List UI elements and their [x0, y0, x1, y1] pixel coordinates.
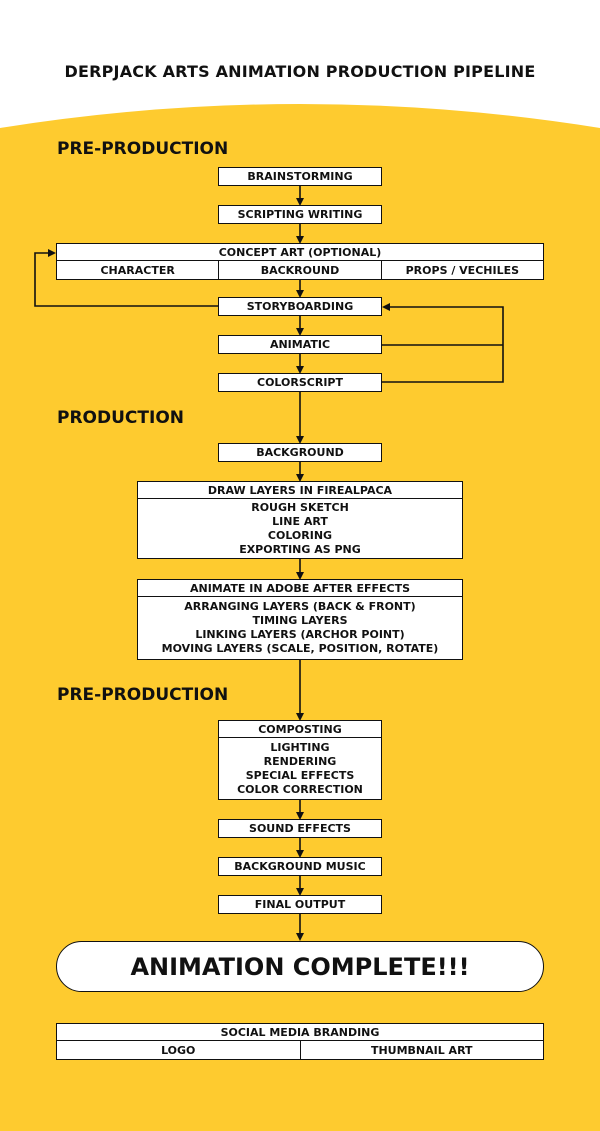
step-colorscript: COLORSCRIPT — [218, 373, 382, 392]
loop-storyboard-to-concept — [34, 249, 218, 307]
animation-complete-banner: ANIMATION COMPLETE!!! — [56, 941, 544, 992]
animate-header: ANIMATE IN ADOBE AFTER EFFECTS — [138, 580, 462, 597]
page-title: DERPJACK ARTS ANIMATION PRODUCTION PIPEL… — [64, 62, 536, 81]
step-background: BACKGROUND — [218, 443, 382, 462]
step-animatic: ANIMATIC — [218, 335, 382, 354]
concept-art-header: CONCEPT ART (OPTIONAL) — [57, 244, 543, 261]
step-animate: ANIMATE IN ADOBE AFTER EFFECTS ARRANGING… — [137, 579, 463, 660]
animate-item: TIMING LAYERS — [252, 614, 348, 627]
composting-header: COMPOSTING — [219, 721, 381, 738]
animate-item: LINKING LAYERS (ARCHOR POINT) — [195, 628, 405, 641]
concept-art-character: CHARACTER — [100, 263, 175, 277]
social-media-logo: LOGO — [161, 1043, 196, 1057]
draw-layers-header: DRAW LAYERS IN FIREALPACA — [138, 482, 462, 499]
step-sound-effects: SOUND EFFECTS — [218, 819, 382, 838]
animate-item: MOVING LAYERS (SCALE, POSITION, ROTATE) — [161, 642, 439, 655]
social-media-branding: SOCIAL MEDIA BRANDING LOGO THUMBNAIL ART — [56, 1023, 544, 1060]
step-background-music: BACKGROUND MUSIC — [218, 857, 382, 876]
section-pre-production: PRE-PRODUCTION — [57, 139, 229, 159]
social-media-header: SOCIAL MEDIA BRANDING — [57, 1024, 543, 1041]
draw-layers-item: LINE ART — [272, 514, 328, 528]
step-concept-art: CONCEPT ART (OPTIONAL) CHARACTER BACKROU… — [56, 243, 544, 280]
loop-colorscript-to-storyboard — [382, 303, 504, 383]
step-scripting: SCRIPTING WRITING — [218, 205, 382, 224]
concept-art-props: PROPS / VECHILES — [380, 261, 543, 279]
step-storyboarding: STORYBOARDING — [218, 297, 382, 316]
step-brainstorming: BRAINSTORMING — [218, 167, 382, 186]
composting-item: LIGHTING — [270, 740, 330, 754]
composting-item: SPECIAL EFFECTS — [245, 768, 355, 782]
draw-layers-item: EXPORTING AS PNG — [239, 542, 361, 556]
composting-item: COLOR CORRECTION — [237, 782, 363, 796]
section-post-production: PRE-PRODUCTION — [57, 685, 229, 705]
section-production: PRODUCTION — [57, 408, 184, 428]
step-final-output: FINAL OUTPUT — [218, 895, 382, 914]
composting-item: RENDERING — [263, 754, 337, 768]
step-composting: COMPOSTING LIGHTING RENDERING SPECIAL EF… — [218, 720, 382, 800]
step-draw-layers: DRAW LAYERS IN FIREALPACA ROUGH SKETCH L… — [137, 481, 463, 559]
concept-art-background: BACKROUND — [218, 261, 380, 279]
animate-item: ARRANGING LAYERS (BACK & FRONT) — [184, 600, 416, 613]
draw-layers-item: COLORING — [267, 528, 333, 542]
draw-layers-item: ROUGH SKETCH — [251, 500, 349, 514]
social-media-thumbnail: THUMBNAIL ART — [299, 1041, 544, 1059]
